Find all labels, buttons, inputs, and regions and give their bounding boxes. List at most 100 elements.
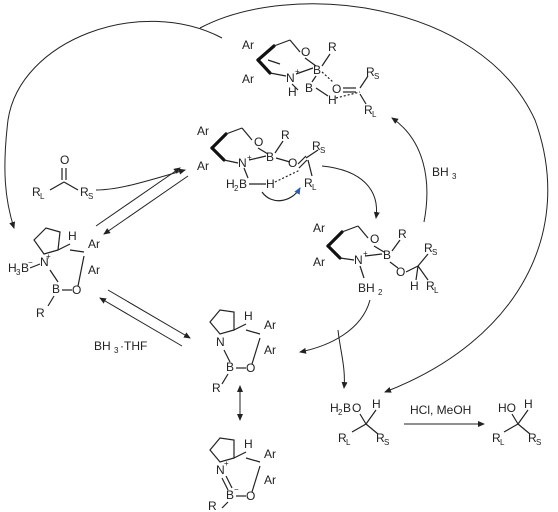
svg-text:B: B	[343, 401, 351, 415]
svg-text:L: L	[346, 438, 351, 447]
alkoxyborane-product: H 2 B O H R L R S	[330, 397, 389, 447]
svg-text:O: O	[246, 361, 255, 375]
svg-text:H: H	[372, 397, 381, 411]
catalyst-release-arrow	[299, 299, 371, 354]
svg-text:R: R	[80, 185, 89, 199]
equilibrium-forward	[95, 167, 181, 227]
svg-text:N: N	[216, 335, 225, 349]
oxazaborolidine-catalyst: H Ar Ar N B O R	[209, 309, 276, 395]
equilibrium-reverse	[103, 175, 189, 235]
svg-text:2: 2	[234, 184, 239, 193]
o-atom: O	[301, 45, 310, 59]
svg-text:R: R	[364, 103, 373, 117]
svg-text:BH: BH	[358, 281, 375, 295]
svg-text:O: O	[254, 135, 263, 149]
svg-text:H: H	[524, 397, 533, 411]
svg-text:3: 3	[114, 346, 119, 355]
svg-text:S: S	[88, 192, 93, 201]
svg-text:H: H	[288, 85, 297, 99]
n-atom: N	[286, 71, 295, 85]
reagent-hcl-meoh: HCl, MeOH	[410, 403, 471, 417]
svg-text:H: H	[244, 437, 253, 451]
svg-text:Ar: Ar	[264, 318, 276, 332]
outer-arrow-to-catalyst	[4, 20, 223, 229]
bh3thf-forward	[107, 289, 191, 339]
svg-text:3: 3	[452, 172, 457, 181]
outer-arrow-to-product	[199, 3, 549, 393]
svg-text:HO: HO	[498, 401, 516, 415]
svg-text:R: R	[366, 65, 375, 79]
svg-text:O: O	[288, 156, 297, 170]
ar-label: Ar	[242, 72, 254, 86]
svg-text:B: B	[226, 488, 234, 502]
alkoxyborane-intermediate: Ar Ar N + O B R O R S R L H BH 2	[313, 221, 439, 297]
reagent-bh3-thf: BH	[94, 339, 111, 353]
ketone-substrate: O R L R S	[32, 153, 93, 201]
svg-text:S: S	[320, 146, 325, 155]
bh3thf-reverse	[99, 297, 183, 347]
svg-text:B: B	[21, 261, 29, 275]
svg-text:R: R	[212, 381, 221, 395]
svg-text:N: N	[238, 156, 247, 170]
svg-text:H: H	[410, 279, 419, 293]
transition-state-top: Ar Ar N + O B R H B H O R S R L	[242, 38, 379, 119]
svg-text:N: N	[40, 255, 49, 269]
svg-text:Ar: Ar	[88, 263, 100, 277]
b-atom: B	[313, 63, 321, 77]
svg-text:L: L	[434, 286, 439, 295]
svg-text:+: +	[363, 249, 368, 258]
svg-text:S: S	[432, 248, 437, 257]
svg-text:N: N	[216, 463, 225, 477]
alcohol-product: HO H R L R S	[492, 397, 541, 447]
svg-text:S: S	[536, 438, 541, 447]
svg-text:H: H	[68, 229, 77, 243]
svg-text:3: 3	[16, 268, 21, 277]
svg-text:Ar: Ar	[197, 159, 209, 173]
svg-text:B: B	[226, 360, 234, 374]
svg-text:R: R	[426, 279, 435, 293]
svg-text:S: S	[374, 72, 379, 81]
svg-text:Ar: Ar	[88, 237, 100, 251]
bh3-addition-arrow	[391, 117, 428, 223]
svg-text:N: N	[354, 253, 363, 267]
svg-text:H: H	[226, 177, 235, 191]
bh3thf-dot: ·	[120, 339, 124, 353]
reagent-bh3: BH	[432, 165, 449, 179]
svg-text:L: L	[40, 192, 45, 201]
svg-text:Ar: Ar	[313, 221, 325, 235]
catalyst-borane-ketone-complex: Ar Ar N + O B R O R S R L H 2 B H	[197, 124, 325, 202]
svg-text:R: R	[32, 185, 41, 199]
svg-text:O: O	[60, 153, 69, 167]
svg-text:R: R	[376, 431, 385, 445]
svg-text:R: R	[492, 431, 501, 445]
svg-text:B: B	[383, 248, 391, 262]
svg-text:Ar: Ar	[264, 343, 276, 357]
svg-text:B: B	[266, 150, 274, 164]
svg-text:R: R	[36, 306, 45, 320]
svg-text:B: B	[239, 177, 247, 191]
svg-text:H: H	[328, 93, 337, 107]
svg-text:+: +	[247, 153, 252, 162]
svg-text:O: O	[246, 489, 255, 503]
svg-text:O: O	[332, 82, 341, 96]
svg-text:2: 2	[378, 288, 383, 297]
svg-text:+: +	[46, 252, 51, 261]
svg-text:O: O	[352, 401, 361, 415]
svg-text:Ar: Ar	[264, 447, 276, 461]
svg-text:THF: THF	[124, 339, 147, 353]
svg-text:2: 2	[338, 408, 343, 417]
svg-text:Ar: Ar	[313, 255, 325, 269]
svg-text:R: R	[528, 431, 537, 445]
product-release-arrow	[337, 329, 348, 389]
svg-text:R: R	[424, 241, 433, 255]
svg-text:S: S	[384, 438, 389, 447]
svg-text:+: +	[295, 67, 300, 76]
svg-text:B: B	[305, 81, 313, 95]
svg-text:L: L	[312, 183, 317, 192]
svg-text:H: H	[330, 401, 339, 415]
svg-text:+: +	[224, 459, 229, 468]
svg-text:−: −	[234, 485, 239, 494]
hydride-transfer-arrow	[261, 187, 301, 202]
svg-text:−: −	[28, 258, 33, 267]
